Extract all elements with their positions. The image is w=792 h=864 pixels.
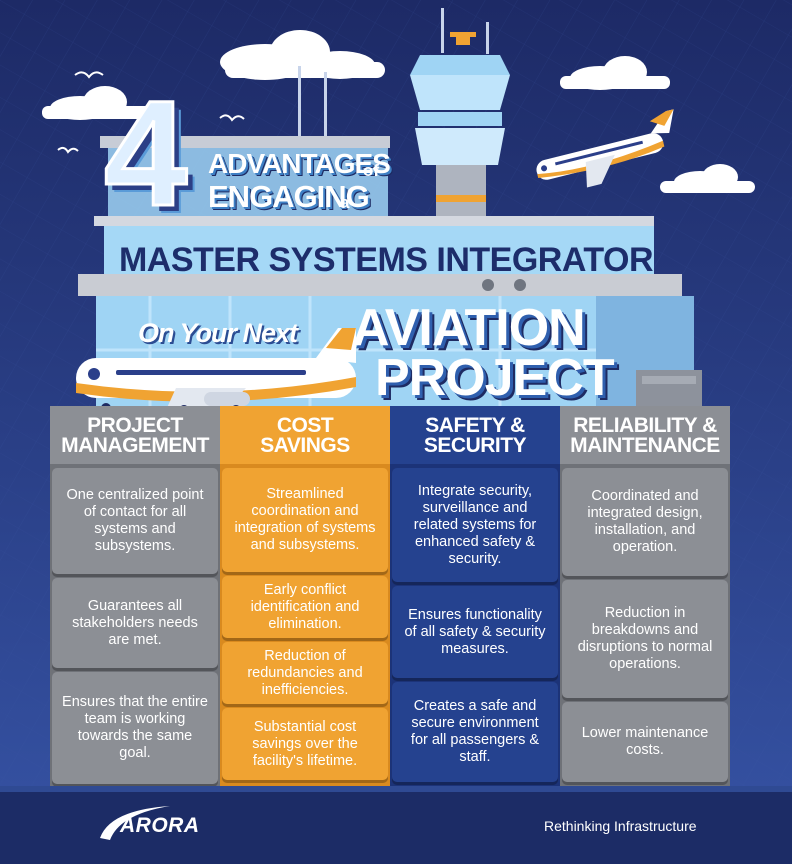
headline-number: 4 (102, 69, 188, 237)
column-header: PROJECT MANAGEMENT (50, 408, 220, 464)
column-title-line: SAVINGS (260, 434, 350, 457)
benefit-cell: Integrate security, surveillance and rel… (392, 468, 558, 582)
benefit-cell: Streamlined coordination and integration… (222, 468, 388, 572)
benefit-cell: Coordinated and integrated design, insta… (562, 468, 728, 576)
headline-aviation: AVIATION (352, 299, 586, 357)
footer-tagline: Rethinking Infrastructure (544, 818, 697, 834)
benefit-cell: Creates a safe and secure environment fo… (392, 682, 558, 782)
headline-project: PROJECT (375, 349, 615, 407)
cloud-icon (42, 86, 152, 120)
headline-engaging: ENGAGING (208, 179, 370, 214)
headline-advantages: ADVANTAGES (208, 148, 391, 179)
column-title-line: SAFETY & (425, 414, 525, 437)
benefit-cell: Reduction of redundancies and inefficien… (222, 642, 388, 704)
headline-on-your-next: On Your Next (138, 318, 298, 348)
headline-master-systems-integrator: MASTER SYSTEMS INTEGRATOR (118, 241, 654, 279)
column-header: RELIABILITY & MAINTENANCE (560, 408, 730, 464)
benefit-cell: Lower maintenance costs. (562, 702, 728, 782)
column-title-line: PROJECT (87, 414, 183, 437)
headline-a: a (340, 193, 350, 212)
column-reliability-maintenance: RELIABILITY & MAINTENANCE Coordinated an… (560, 408, 730, 782)
column-cost-savings: COST SAVINGS Streamlined coordination an… (220, 408, 390, 780)
footer-bar (0, 786, 792, 864)
airplane-icon (76, 328, 356, 415)
headline-of: of (363, 161, 380, 180)
arora-logo[interactable]: ARORA (120, 814, 200, 837)
column-title-line: SECURITY (423, 434, 527, 457)
column-title-line: MANAGEMENT (61, 434, 209, 457)
column-title-line: COST (276, 414, 334, 437)
cloud-icon (220, 30, 385, 80)
column-project-management: PROJECT MANAGEMENT One centralized point… (50, 408, 220, 784)
cloud-icon (660, 164, 755, 193)
column-title-line: RELIABILITY & (573, 414, 717, 437)
column-safety-security: SAFETY & SECURITY Integrate security, su… (390, 408, 560, 782)
column-title-line: MAINTENANCE (570, 434, 720, 457)
control-tower (410, 8, 510, 230)
airplane-icon (536, 109, 674, 188)
cloud-icon (560, 56, 670, 90)
benefit-cell: Guarantees all stakeholders needs are me… (52, 578, 218, 668)
arora-swoosh-icon (100, 806, 170, 840)
benefit-cell: Ensures functionality of all safety & se… (392, 586, 558, 678)
benefit-cell: One centralized point of contact for all… (52, 468, 218, 574)
column-header: SAFETY & SECURITY (390, 408, 560, 464)
benefit-cell: Reduction in breakdowns and disruptions … (562, 580, 728, 698)
benefit-cell: Ensures that the entire team is working … (52, 672, 218, 784)
benefit-cell: Early conflict identification and elimin… (222, 576, 388, 638)
benefit-cell: Substantial cost savings over the facili… (222, 708, 388, 780)
column-header: COST SAVINGS (220, 408, 390, 464)
bird-icon (57, 71, 245, 154)
